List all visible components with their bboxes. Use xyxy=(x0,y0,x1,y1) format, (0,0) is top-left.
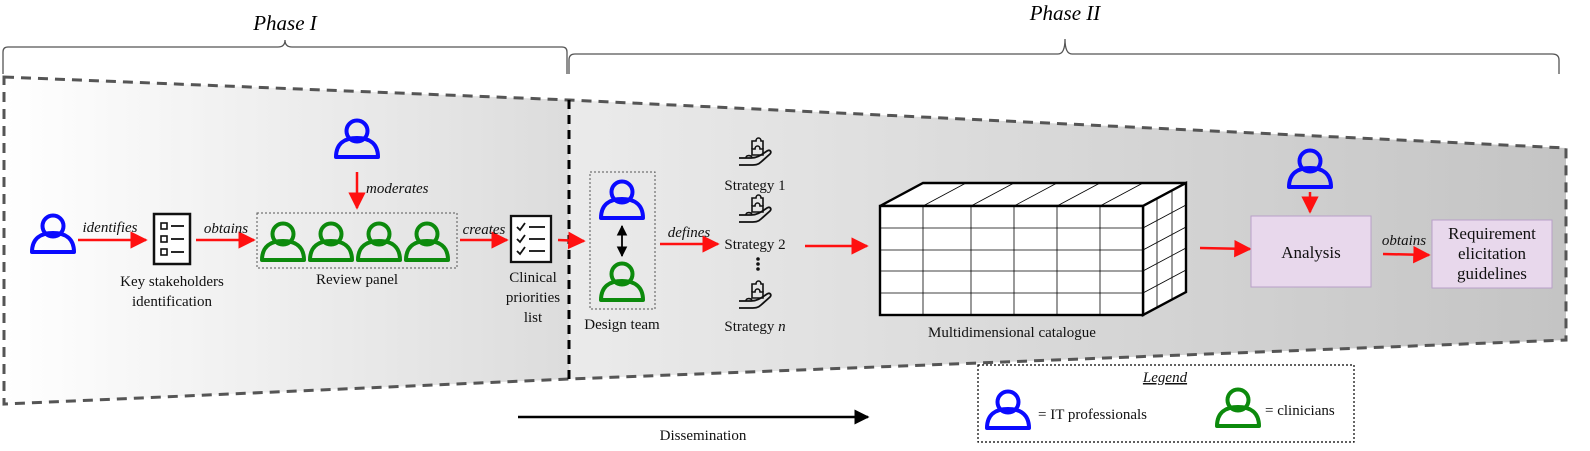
strategy-2-label: Strategy 2 xyxy=(724,237,785,253)
checklist-icon xyxy=(152,212,192,266)
dissemination-label: Dissemination xyxy=(660,428,747,444)
strategy-1-label: Strategy 1 xyxy=(724,178,785,194)
to-analysis-arrow xyxy=(1199,239,1252,258)
review-panel-box xyxy=(256,212,458,269)
review-panel-label: Review panel xyxy=(316,272,398,288)
analysis-label: Analysis xyxy=(1281,243,1341,262)
to-design-team-arrow xyxy=(557,231,586,250)
obtains-label-1: obtains xyxy=(204,221,248,237)
design-team-label: Design team xyxy=(584,317,660,333)
legend-title: Legend xyxy=(1142,370,1188,386)
catalogue-label: Multidimensional catalogue xyxy=(928,325,1096,341)
phase-1-title: Phase I xyxy=(252,11,318,35)
phase-2-brace xyxy=(568,38,1560,74)
legend-it-label: = IT professionals xyxy=(1038,407,1147,423)
requirements-box xyxy=(1431,219,1553,289)
identifies-label: identifies xyxy=(83,220,138,236)
strategy-n-label: Strategy n xyxy=(724,319,785,335)
moderates-label: moderates xyxy=(366,181,429,197)
analysis-box xyxy=(1250,215,1372,288)
creates-label: creates xyxy=(463,222,506,238)
obtains-label-2: obtains xyxy=(1382,233,1426,249)
priorities-list-icon xyxy=(509,214,553,264)
obtains-arrow-2 xyxy=(1382,245,1431,264)
catalogue-cube xyxy=(878,180,1188,318)
phase-2-title: Phase II xyxy=(1029,1,1102,25)
design-team-box xyxy=(589,171,656,310)
ellipsis-dots xyxy=(756,257,760,271)
legend-box xyxy=(977,364,1355,443)
phase-1-brace xyxy=(2,39,568,74)
legend-clinicians-label: = clinicians xyxy=(1265,403,1335,419)
defines-label: defines xyxy=(668,225,711,241)
